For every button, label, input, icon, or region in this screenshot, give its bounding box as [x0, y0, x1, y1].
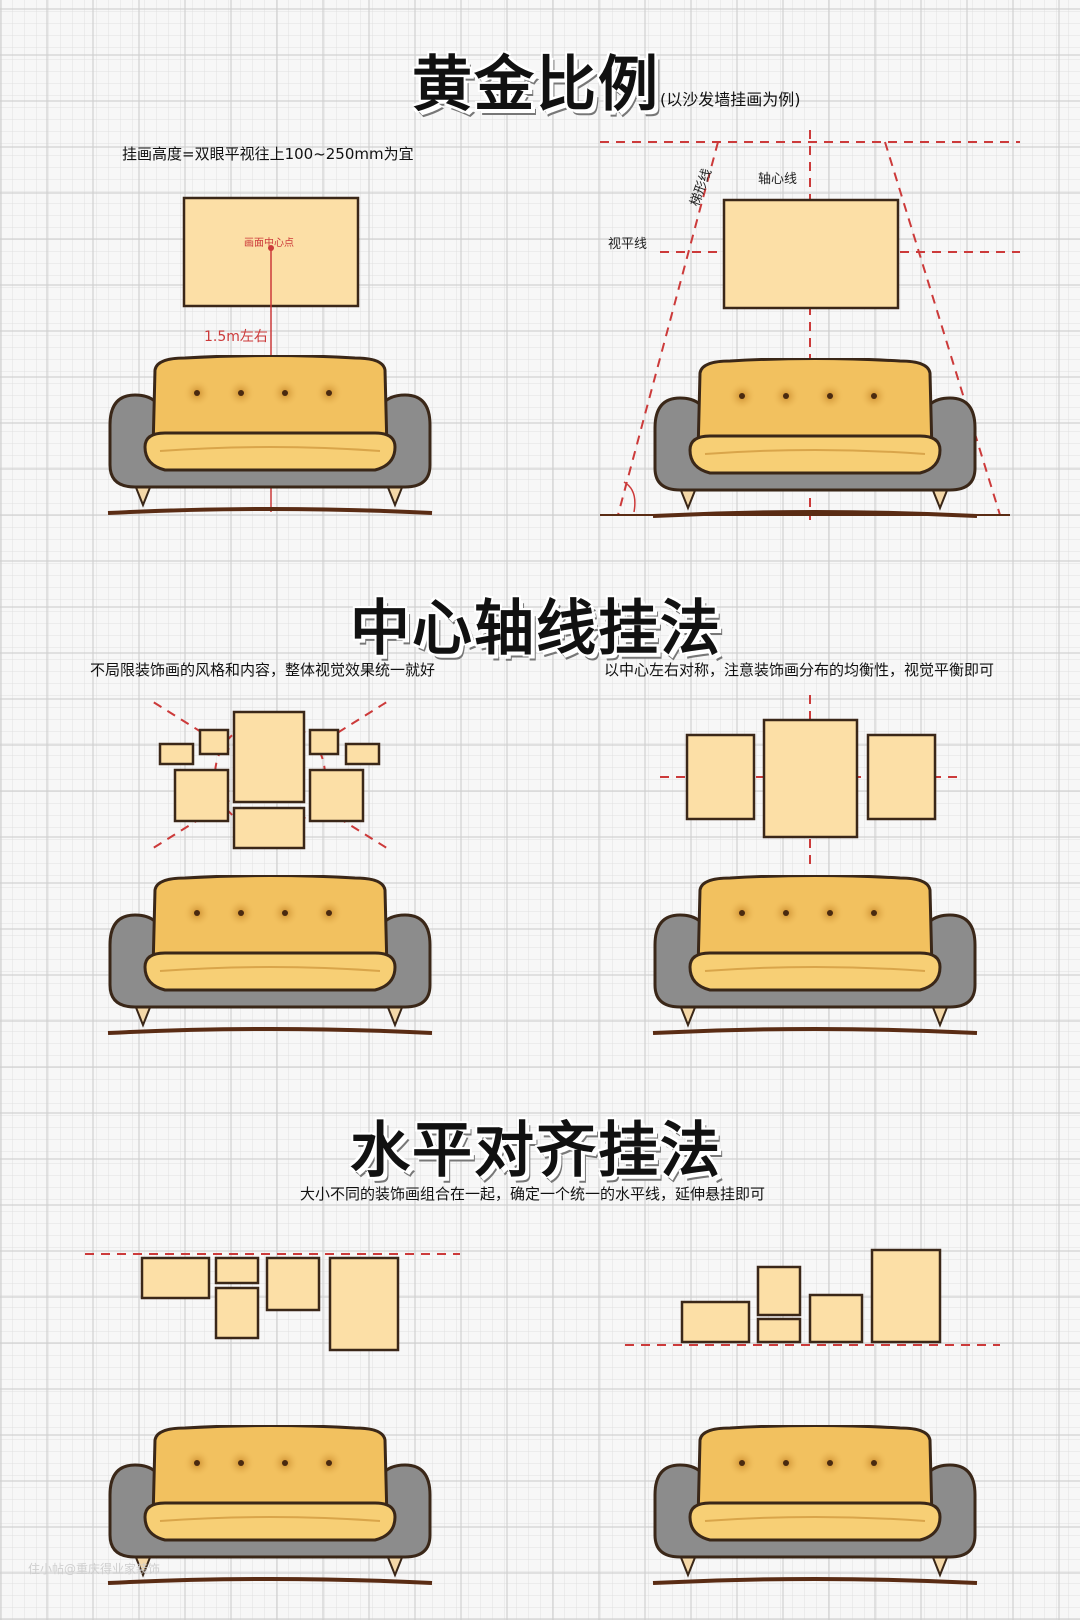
picture-frame [762, 718, 859, 839]
center-point [268, 245, 274, 251]
section1-caption-left: 挂画高度=双眼平视往上100~250mm为宜 [122, 145, 414, 163]
center-point-label: 画面中心点 [244, 238, 294, 249]
picture-frame [140, 1256, 211, 1300]
picture-frame [680, 1300, 751, 1344]
picture-frame [685, 733, 756, 821]
sofa [108, 876, 432, 1034]
top-aligned-diagram [85, 1253, 460, 1590]
picture-frame [870, 1248, 942, 1344]
trapezoid-left [617, 141, 719, 516]
picture-frame [722, 198, 900, 310]
section2-title: 中心轴线挂法 [350, 594, 722, 664]
picture-frame [214, 1286, 260, 1340]
picture-frame [808, 1293, 864, 1344]
picture-frame [866, 733, 937, 821]
watermark: 住小帖@重庆得业家装饰 [28, 1562, 161, 1576]
section1-title: 黄金比例(以沙发墙挂画为例) [412, 36, 801, 123]
eye-level-label: 视平线 [608, 237, 648, 252]
picture-frame [308, 768, 365, 823]
picture-frame [756, 1317, 802, 1344]
sofa [653, 1426, 977, 1584]
picture-frame [344, 742, 381, 766]
bottom-aligned-diagram [625, 1248, 1000, 1590]
picture-frame [198, 728, 230, 756]
trapezoid-right [884, 141, 1001, 516]
picture-frame [158, 742, 195, 766]
sofa [108, 356, 432, 514]
section2-caption-right: 以中心左右对称，注意装饰画分布的均衡性，视觉平衡即可 [604, 661, 995, 679]
center-cluster-diagram [60, 699, 480, 1040]
picture-frame [232, 710, 306, 804]
picture-frame [328, 1256, 400, 1352]
picture-frame [173, 768, 230, 823]
section3-title: 水平对齐挂法 [350, 1116, 722, 1186]
picture-frame [308, 728, 340, 756]
sofa [653, 876, 977, 1034]
picture-frame [756, 1265, 802, 1317]
height-rule-diagram [60, 196, 480, 520]
section2-caption-left: 不局限装饰画的风格和内容，整体视觉效果统一就好 [90, 661, 436, 679]
trapezoid-diagram [600, 130, 1020, 520]
axis-label: 轴心线 [758, 172, 798, 187]
height-label: 1.5m左右 [204, 329, 268, 345]
section1-subtitle: (以沙发墙挂画为例) [660, 90, 801, 109]
sofa [653, 359, 977, 517]
picture-frame [214, 1256, 260, 1285]
section3-caption: 大小不同的装饰画组合在一起，确定一个统一的水平线，延伸悬挂即可 [300, 1185, 766, 1203]
section1-title-text: 黄金比例 [412, 50, 660, 120]
symmetric-diagram [600, 695, 1020, 1040]
picture-frame [265, 1256, 321, 1312]
picture-frame [232, 806, 306, 850]
